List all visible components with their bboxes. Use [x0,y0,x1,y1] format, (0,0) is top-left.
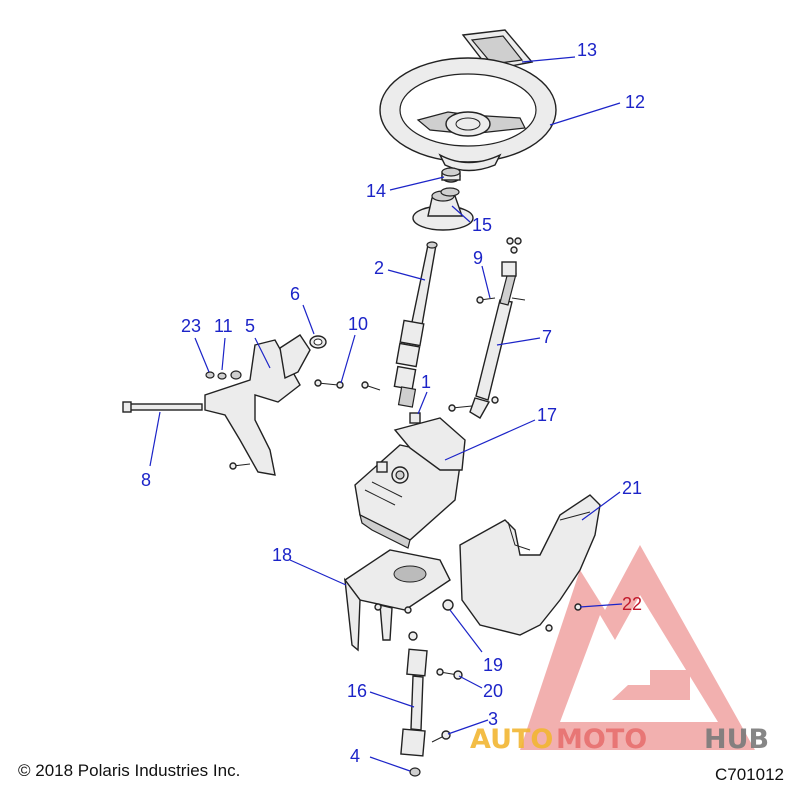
callout-3: 3 [488,709,498,729]
drawing-code: C701012 [714,765,784,784]
callout-17: 17 [537,405,557,425]
part-14-nut [441,167,461,183]
callout-5: 5 [245,316,255,336]
part-16-lower-shaft [400,631,428,777]
part-20-bolt [436,668,463,680]
callout-6: 6 [290,284,300,304]
callout-10: 10 [348,314,368,334]
callout-16: 16 [347,681,367,701]
watermark-moto: MOTO [556,724,647,755]
callout-14: 14 [366,181,386,201]
copyright-notice: © 2018 Polaris Industries Inc. [18,761,241,780]
part-15-boot [412,187,474,231]
watermark-text: AUTO MOTO HUB [470,724,769,755]
callout-12: 12 [625,92,645,112]
automotohub-watermark [520,545,755,750]
callout-8: 8 [141,470,151,490]
watermark-g-shape [612,670,690,700]
part-1-nut [409,412,421,424]
part-21-shroud [459,494,601,636]
part-17-eps-unit [354,417,466,549]
callout-13: 13 [577,40,597,60]
callout-23: 23 [181,316,201,336]
callout-20: 20 [483,681,503,701]
callout-1: 1 [421,372,431,392]
callout-18: 18 [272,545,292,565]
callout-7: 7 [542,327,552,347]
part-2-steering-shaft [393,241,438,408]
callout-2: 2 [374,258,384,278]
callout-19: 19 [483,655,503,675]
callout-9: 9 [473,248,483,268]
part-19-bolt [442,599,454,611]
part-12-steering-wheel [379,57,557,172]
watermark-hub: HUB [704,724,769,755]
part-7-gas-strut [448,261,526,419]
callout-15: 15 [472,215,492,235]
watermark-auto: AUTO [470,724,553,755]
callout-4: 4 [350,746,360,766]
callout-labels: 13 12 14 15 2 9 7 1 6 10 23 11 5 8 17 21… [141,40,645,766]
part-3-bolt [431,730,451,743]
part-5-bracket [122,334,381,476]
leader-lines [149,56,623,772]
callout-11: 11 [214,316,233,336]
part-9-bolts [476,237,522,304]
part-18-plate [343,549,451,652]
callout-21: 21 [622,478,642,498]
callout-22: 22 [622,594,642,614]
